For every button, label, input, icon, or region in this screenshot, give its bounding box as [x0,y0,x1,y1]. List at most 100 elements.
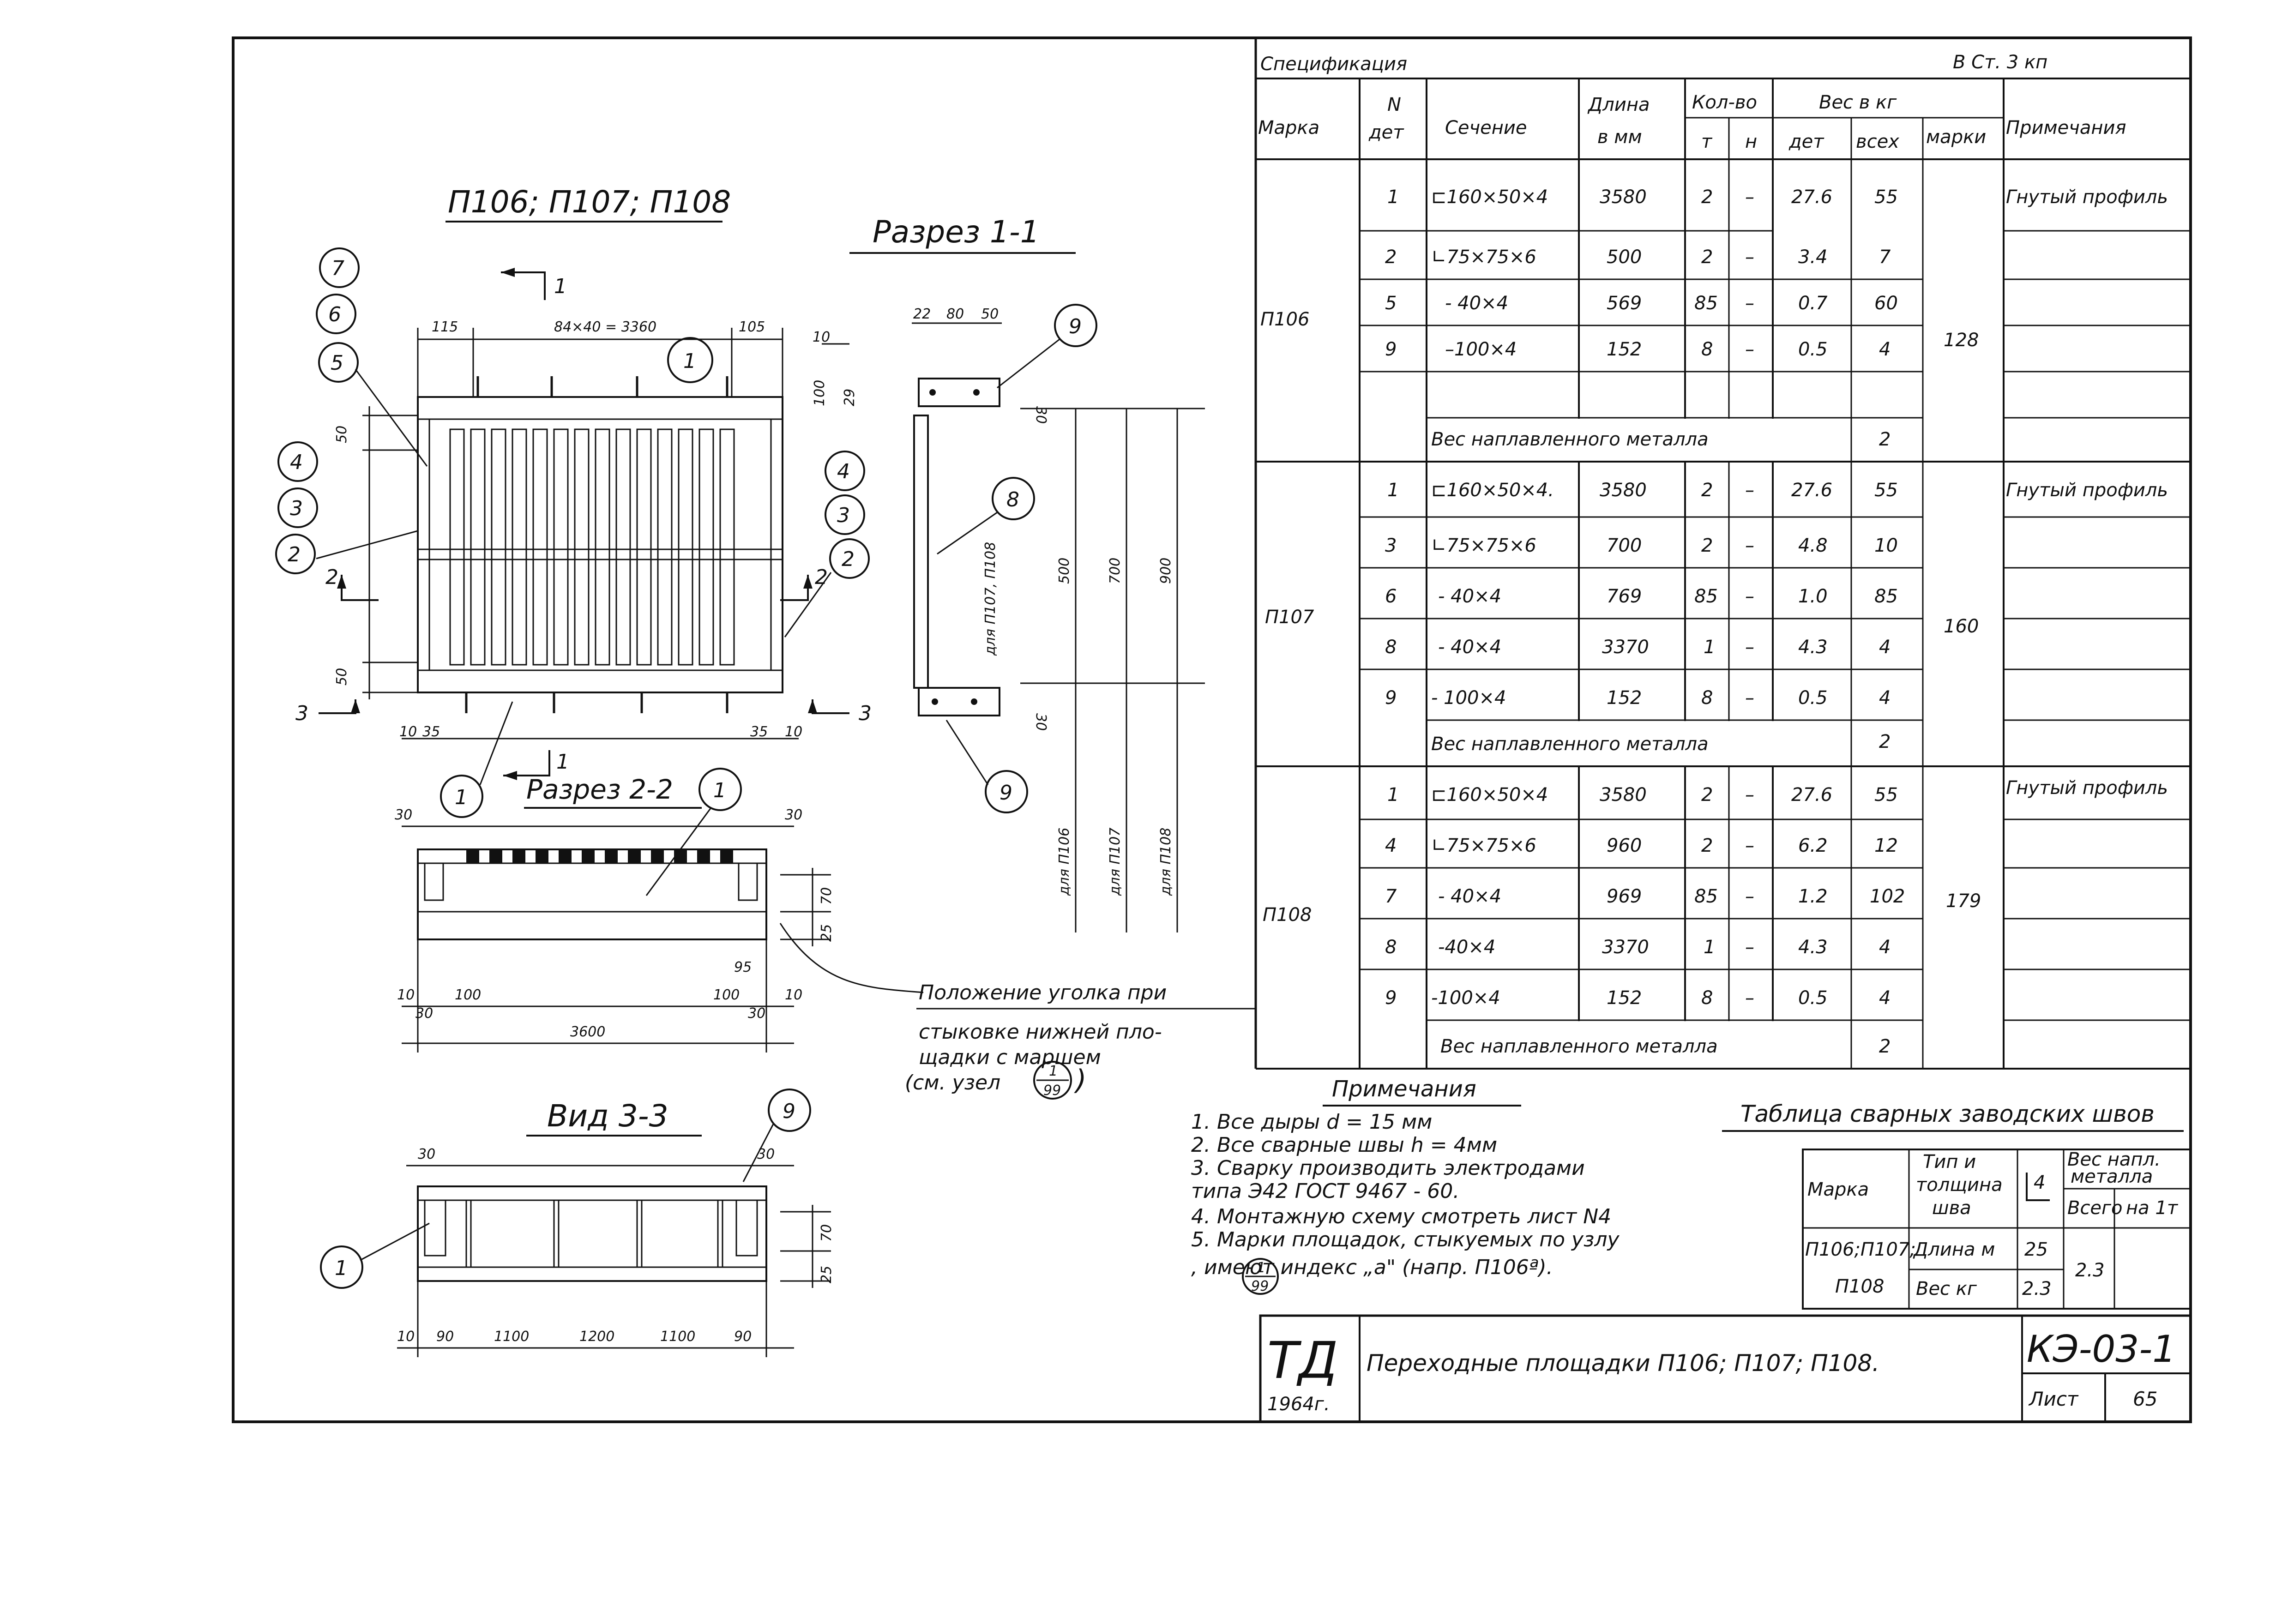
main-title: П106; П107; П108 [448,184,731,220]
sec2-dim-100a: 100 [455,987,481,1003]
spec-steel: В Ст. 3 кп [1953,52,2047,73]
callout-5 [318,342,359,383]
sec1-dim-900: 900 [1158,558,1174,584]
p107-r2-n: 3 [1385,535,1397,556]
weld-mark-a: П106;П107; [1805,1239,1916,1260]
p108-r4-det: 4.3 [1798,937,1828,958]
p108-r4-section: -40×4 [1438,937,1495,958]
hdr-notes: Примечания [2006,117,2126,138]
callout-3 [277,487,318,528]
sec1-dim-10: 10 [813,329,830,345]
p107-r5-all: 4 [1879,687,1891,709]
p107-r4-h: – [1745,637,1754,658]
p107-r2-section: ∟75×75×6 [1431,535,1536,556]
callout-4-label: 4 [290,451,303,474]
dim-35-right: 35 [750,724,768,740]
callout-3-right-label: 3 [837,504,850,527]
callout-9-sec1-label: 9 [1069,315,1082,338]
notes-title: Примечания [1332,1076,1476,1102]
p108-r2-n: 4 [1385,835,1397,856]
p107-r4-det: 4.3 [1798,637,1828,658]
p106-weld-value: 2 [1879,429,1891,450]
angle-note-line2: стыковке нижней пло- [919,1020,1162,1044]
weld-table-title: Таблица сварных заводских швов [1740,1101,2155,1127]
p108-r3-t: 85 [1694,886,1718,907]
note-node-ref-den: 99 [1251,1278,1269,1294]
callout-2-right-label: 2 [842,547,855,571]
hdr-marka: Марка [1258,117,1319,138]
p107-r1-length: 3580 [1600,480,1647,501]
note-5b: , имеют индекс „а" (напр. П106ª). [1191,1256,1553,1279]
hdr-det: дет [1368,122,1404,143]
p108-r4-n: 8 [1385,937,1397,958]
p106-r3-h: – [1745,293,1754,314]
p107-r4-all: 4 [1879,637,1891,658]
note-5: 5. Марки площадок, стыкуемых по узлу [1191,1228,1620,1251]
plan-bars [449,428,735,666]
callout-3-right [825,494,865,535]
p107-r1-t: 2 [1701,480,1713,501]
cut-3-left: 3 [295,702,308,725]
mark-p107: П107 [1265,607,1314,628]
callout-6 [316,294,356,334]
sec1-dim-50: 50 [981,306,999,322]
p108-r4-t: 1 [1704,937,1715,958]
notes-block: Примечания 1. Все дыры d = 15 мм 2. Все … [1191,1076,1620,1295]
sec1-dim-30b: 30 [1033,713,1049,731]
p107-r3-t: 85 [1694,586,1718,607]
p106-r2-det: 3.4 [1798,247,1828,268]
p106-weld-label: Вес наплавленного металла [1431,429,1709,450]
hdr-w-mark: марки [1926,126,1986,148]
spec-table: Спецификация В Ст. 3 кп Марка N дет Сече… [1256,52,2191,1070]
callout-9-view3-label: 9 [783,1100,795,1123]
p106-r1-h: – [1745,186,1754,208]
dim-115: 115 [432,319,458,335]
p108-r3-length: 969 [1607,886,1642,907]
hdr-length-1: Длина [1587,94,1650,115]
weld-wt-value: 2.3 [2022,1278,2052,1299]
sec2-dim-100b: 100 [713,987,740,1003]
title-sheet-label: Лист [2028,1388,2079,1410]
sec2-dim-10a: 10 [397,987,415,1003]
callout-1-bottom-label: 1 [455,786,468,809]
p106-r3-section: - 40×4 [1445,293,1508,314]
sec2-dim-30d: 30 [748,1005,765,1022]
p106-r3-all: 60 [1874,293,1898,314]
p107-weld-label: Вес наплавленного металла [1431,734,1709,755]
spec-group-p108: П108 179 1 ⊏160×50×4 3580 2 – 27.6 55 Гн… [1256,777,2191,1070]
view3-dim-30a: 30 [418,1146,435,1162]
sheet-frame [232,36,2192,1423]
sec1-dim-500: 500 [1056,558,1072,584]
view3-dim-10: 10 [397,1329,415,1345]
spec-group-p107: П107 160 1 ⊏160×50×4. 3580 2 – 27.6 55 Г… [1256,480,2191,767]
p108-r2-all: 12 [1874,835,1898,856]
dim-10-right: 10 [785,724,802,740]
sec2-dim-30c: 30 [415,1005,433,1022]
p107-r5-t: 8 [1701,687,1713,709]
p108-r4-all: 4 [1879,937,1891,958]
p108-r1-det: 27.6 [1791,784,1832,806]
weld-table: Таблица сварных заводских швов Марка Тип… [1722,1101,2192,1310]
sec2-dim-25: 25 [819,924,835,942]
p108-r2-length: 960 [1607,835,1642,856]
cut-2-right: 2 [815,565,828,589]
p108-r4-length: 3370 [1602,937,1649,958]
p107-r1-note: Гнутый профиль [2006,480,2168,501]
weld-hdr-weight-2: металла [2071,1166,2153,1187]
p106-r2-n: 2 [1385,247,1397,268]
weld-hdr-mark: Марка [1807,1179,1869,1200]
node-ref-circle [1033,1061,1072,1100]
callout-1-view3-label: 1 [335,1257,348,1280]
p106-r3-det: 0.7 [1798,293,1828,314]
sec1-dim-80: 80 [946,306,964,322]
hdr-w-det: дет [1788,131,1824,152]
node-ref-num: 1 [1049,1063,1058,1079]
hdr-n: N [1387,94,1401,115]
callout-9-view3 [768,1089,811,1132]
p106-r3-n: 5 [1385,293,1397,314]
weld-hdr-weight-1: Вес напл. [2067,1149,2161,1170]
sec2-dim-30b: 30 [785,807,802,823]
view3-dim-70: 70 [819,1224,835,1242]
view3-dim-90b: 90 [734,1329,752,1345]
